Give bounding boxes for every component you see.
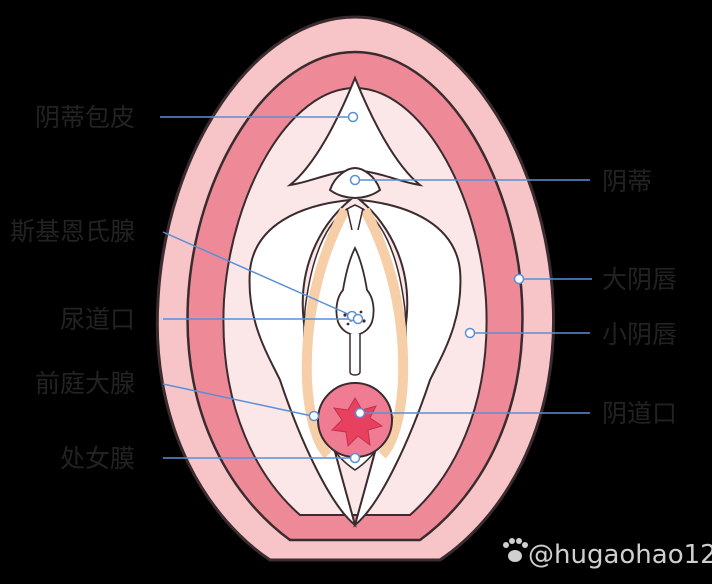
stripe-right	[360, 207, 409, 459]
leader-skenes	[162, 231, 349, 315]
leader-bartholin	[162, 383, 313, 417]
label-labia-minora: 小阴唇	[602, 320, 677, 349]
label-clitoris: 阴蒂	[602, 167, 652, 196]
label-vaginal-opening: 阴道口	[602, 399, 677, 428]
paw-icon	[503, 538, 528, 562]
hymen-shape	[330, 397, 384, 448]
watermark-text: @hugaohao123	[528, 540, 712, 570]
label-skenes-gland: 斯基恩氏腺	[10, 217, 135, 246]
label-hymen: 处女膜	[60, 444, 135, 473]
watermark: @hugaohao123	[503, 538, 712, 570]
stripe-left	[301, 207, 350, 459]
label-urethral-opening: 尿道口	[60, 305, 135, 334]
label-prepuce: 阴蒂包皮	[35, 103, 135, 132]
stripe-accent-right	[357, 207, 364, 231]
leader-lines	[160, 116, 592, 459]
stripe-accent-left	[346, 207, 353, 231]
leader-endpoints	[308, 111, 525, 464]
urethral-channel	[349, 334, 361, 376]
label-labia-majora: 大阴唇	[602, 265, 677, 294]
label-bartholin-gland: 前庭大腺	[35, 369, 135, 398]
